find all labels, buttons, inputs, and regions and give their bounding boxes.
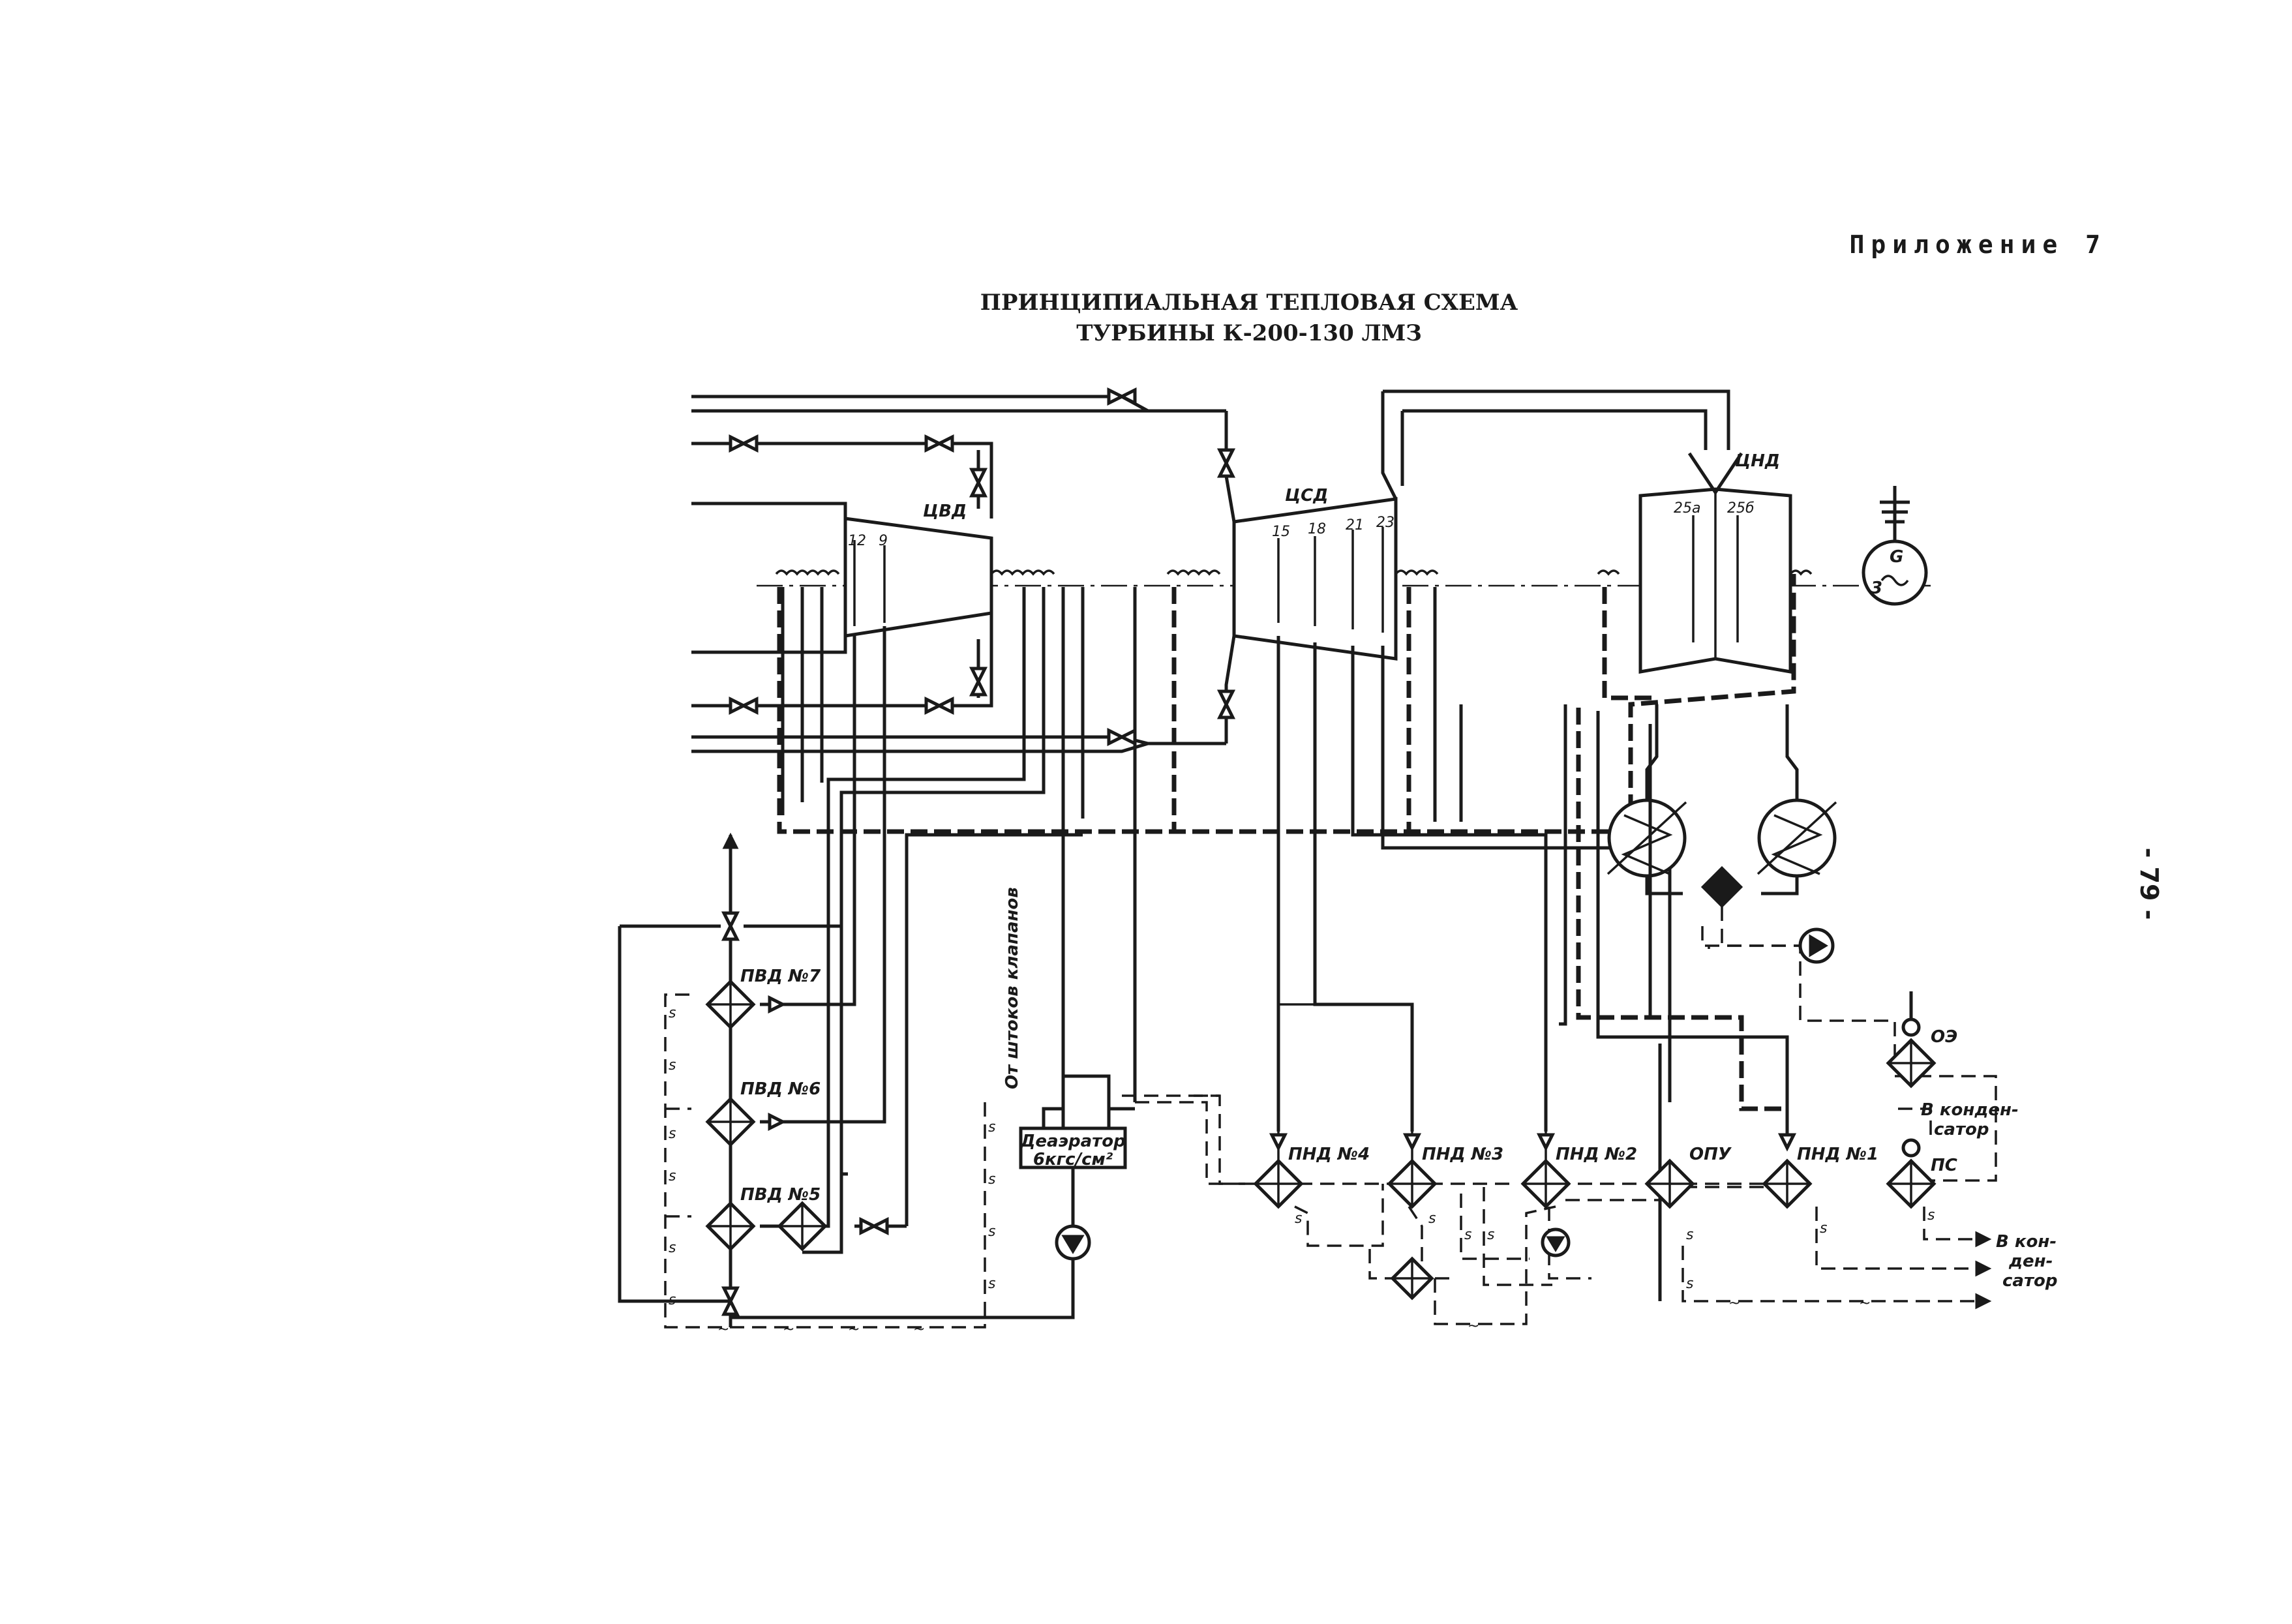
valve-stems-note: От штоков клапанов — [1003, 887, 1022, 1089]
svg-text:s: s — [1295, 1210, 1302, 1227]
hph5-label: ПВД №5 — [740, 1185, 821, 1205]
lph2-label: ПНД №2 — [1556, 1145, 1637, 1164]
svg-text:~: ~ — [1468, 1318, 1479, 1334]
deaerator-label-1: Деаэратор — [1019, 1132, 1125, 1151]
to-condenser-2-line-1: В кон- — [1996, 1232, 2057, 1252]
lph4: ПНД №4 — [1253, 1145, 1370, 1209]
lph3: ПНД №3 — [1387, 1145, 1503, 1209]
lp-cylinder: ЦНД 25а 25б — [1638, 451, 1792, 674]
to-condenser-2-line-3: сатор — [2002, 1271, 2058, 1291]
appendix-label: Приложение 7 — [1849, 230, 2107, 259]
svg-text:s: s — [988, 1119, 995, 1135]
ip-stage-23: 23 — [1376, 515, 1395, 531]
svg-text:~: ~ — [1728, 1295, 1740, 1312]
page-number: - 79 - — [2135, 848, 2164, 920]
svg-text:s: s — [1820, 1220, 1827, 1237]
lph-drain-cooler — [1390, 1256, 1434, 1301]
svg-text:s: s — [1487, 1227, 1494, 1243]
svg-text:s: s — [669, 1005, 676, 1021]
svg-text:~: ~ — [848, 1321, 860, 1338]
svg-text:s: s — [988, 1224, 995, 1240]
svg-text:~: ~ — [1859, 1295, 1871, 1312]
extraction-lines — [760, 587, 1789, 1228]
shaft-seals — [775, 569, 1813, 576]
ps-label: ПС — [1931, 1156, 1957, 1175]
to-condenser-1-line-1: В конден- — [1921, 1100, 2019, 1120]
lph2: ПНД №2 — [1520, 1145, 1637, 1209]
title-line-2: ТУРБИНЫ К-200-130 ЛМЗ — [1076, 320, 1422, 346]
steam-cooler — [777, 1201, 828, 1252]
ip-cylinder: ЦСД 15 18 21 23 — [1232, 486, 1398, 661]
hph7-label: ПВД №7 — [740, 967, 821, 986]
svg-text:~: ~ — [913, 1321, 925, 1338]
opu-label: ОПУ — [1689, 1145, 1732, 1164]
oe-label: ОЭ — [1931, 1027, 1957, 1047]
lph1: ПНД №1 — [1762, 1145, 1878, 1209]
svg-text:s: s — [669, 1126, 676, 1142]
hp-stage-12: 12 — [848, 533, 866, 549]
svg-text:s: s — [1927, 1207, 1935, 1224]
hp-heaters: ПВД №7 ПВД №6 ПВД №5 — [618, 832, 889, 1327]
ip-stage-15: 15 — [1272, 524, 1290, 540]
feedwater-lines — [1648, 724, 1789, 1301]
hp-cylinder: ЦВД 12 9 — [843, 502, 993, 638]
lp-stage-25a: 25а — [1674, 500, 1700, 517]
lp-heaters: ПНД №4 ПНД №3 ПНД №2 ОПУ ПНД №1 — [1135, 835, 1957, 1301]
ip-stage-18: 18 — [1308, 521, 1326, 537]
lph3-label: ПНД №3 — [1422, 1145, 1503, 1164]
condenser-return-notes: В конден- сатор В кон- ден- сатор — [1921, 1100, 2058, 1310]
title-line-1: ПРИНЦИПИАЛЬНАЯ ТЕПЛОВАЯ СХЕМА — [980, 290, 1518, 316]
svg-text:~: ~ — [717, 1321, 729, 1338]
svg-text:s: s — [1686, 1227, 1693, 1243]
hph5: ПВД №5 — [705, 1185, 821, 1252]
deaerator: Деаэратор 6кгс/см² От штоков клапанов — [731, 887, 1135, 1319]
opu: ОПУ — [1644, 1145, 1732, 1209]
svg-text:s: s — [988, 1171, 995, 1188]
svg-text:s: s — [669, 1240, 676, 1256]
hp-cylinder-label: ЦВД — [923, 502, 967, 521]
lph1-label: ПНД №1 — [1797, 1145, 1878, 1164]
valves — [729, 387, 1236, 747]
lph4-label: ПНД №4 — [1288, 1145, 1370, 1164]
svg-text:s: s — [988, 1276, 995, 1292]
hph6-label: ПВД №6 — [740, 1079, 821, 1099]
ps-heater: ПС — [1886, 1138, 1957, 1209]
condensers — [1606, 704, 1837, 964]
hp-stage-9: 9 — [879, 533, 888, 549]
hph7: ПВД №7 — [705, 967, 821, 1030]
generator: G 3 — [1862, 486, 1928, 606]
svg-text:s: s — [1686, 1276, 1693, 1292]
condensate-collector — [1700, 865, 1743, 909]
drain-marks: s s s s s s s s s s s s s s s s s s ~ ~ … — [669, 1005, 1935, 1338]
steam-lines — [691, 389, 1730, 753]
ip-cylinder-label: ЦСД — [1285, 486, 1328, 505]
generator-label-top: G — [1890, 547, 1903, 567]
to-condenser-2-line-2: ден- — [2008, 1252, 2053, 1271]
svg-text:s: s — [669, 1057, 676, 1074]
ip-stage-21: 21 — [1346, 517, 1364, 534]
svg-text:s: s — [669, 1292, 676, 1308]
generator-label-bottom: 3 — [1871, 579, 1882, 598]
hph6: ПВД №6 — [705, 1079, 821, 1147]
svg-text:s: s — [1464, 1227, 1471, 1243]
svg-text:s: s — [1428, 1210, 1436, 1227]
svg-text:s: s — [669, 1168, 676, 1184]
deaerator-label-2: 6кгс/см² — [1033, 1150, 1113, 1169]
lp-stage-25b: 25б — [1727, 500, 1755, 517]
oe-ejector: ОЭ — [1886, 991, 1957, 1089]
to-condenser-1-line-2: сатор — [1934, 1120, 1989, 1139]
deaerator-tank — [1019, 1126, 1127, 1169]
svg-text:~: ~ — [783, 1321, 794, 1338]
drain-lines — [664, 574, 1997, 1329]
lp-cylinder-label: ЦНД — [1735, 451, 1780, 471]
